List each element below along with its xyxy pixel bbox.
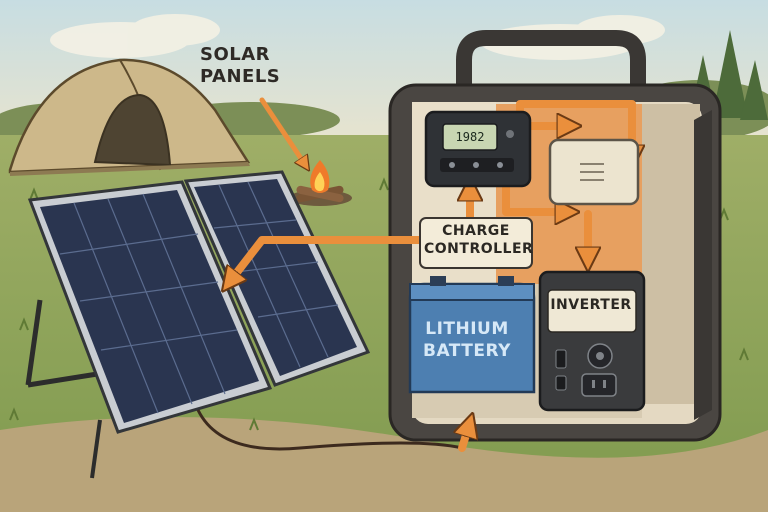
arrow-icon xyxy=(228,100,632,452)
charge-controller-label-box xyxy=(419,217,533,269)
dirt-ground xyxy=(0,417,768,512)
inverter-icon xyxy=(538,270,646,412)
lithium-battery-icon xyxy=(408,276,536,394)
panel-cable xyxy=(196,409,463,451)
ac-outlet-icon xyxy=(581,343,617,397)
campfire-icon xyxy=(288,160,352,206)
usb-port-icon xyxy=(555,349,567,391)
dc-module-icon xyxy=(548,138,640,206)
arrow-icon xyxy=(259,97,306,166)
solar-panel-icon xyxy=(25,170,371,479)
charge-controller-icon xyxy=(424,110,532,188)
inverter-label: INVERTER xyxy=(550,297,632,313)
controller-display-readout: 1982 xyxy=(455,130,485,144)
tent-icon xyxy=(8,58,251,176)
